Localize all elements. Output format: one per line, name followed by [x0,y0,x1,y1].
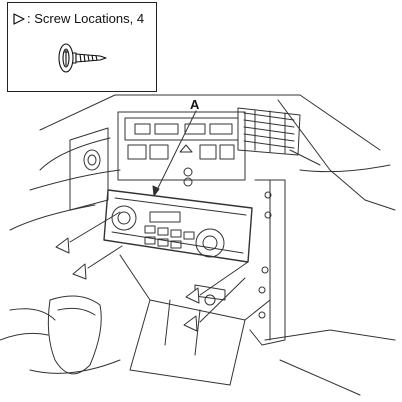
heater-control-panel [103,189,253,263]
seat [0,295,121,375]
lower-console [119,254,396,396]
screw-location-marker [55,237,70,254]
legend-box: : Screw Locations, 4 [7,2,157,92]
left-speaker [69,127,109,211]
right-bracket [249,179,286,346]
screw-location-marker [72,263,87,280]
part-a-label: A [190,97,200,112]
center-stack-upper [117,111,246,187]
dash-outline [9,94,396,231]
callout-arrow [152,185,160,197]
screw-location-marker [183,315,198,332]
right-air-vent [237,107,301,156]
screw-location-marker [185,287,200,304]
screw-icon [58,43,107,73]
legend-text: : Screw Locations, 4 [13,11,144,27]
legend-label: : Screw Locations, 4 [27,11,145,26]
triangle-marker-icon [13,13,25,25]
leader-lines [69,110,249,323]
